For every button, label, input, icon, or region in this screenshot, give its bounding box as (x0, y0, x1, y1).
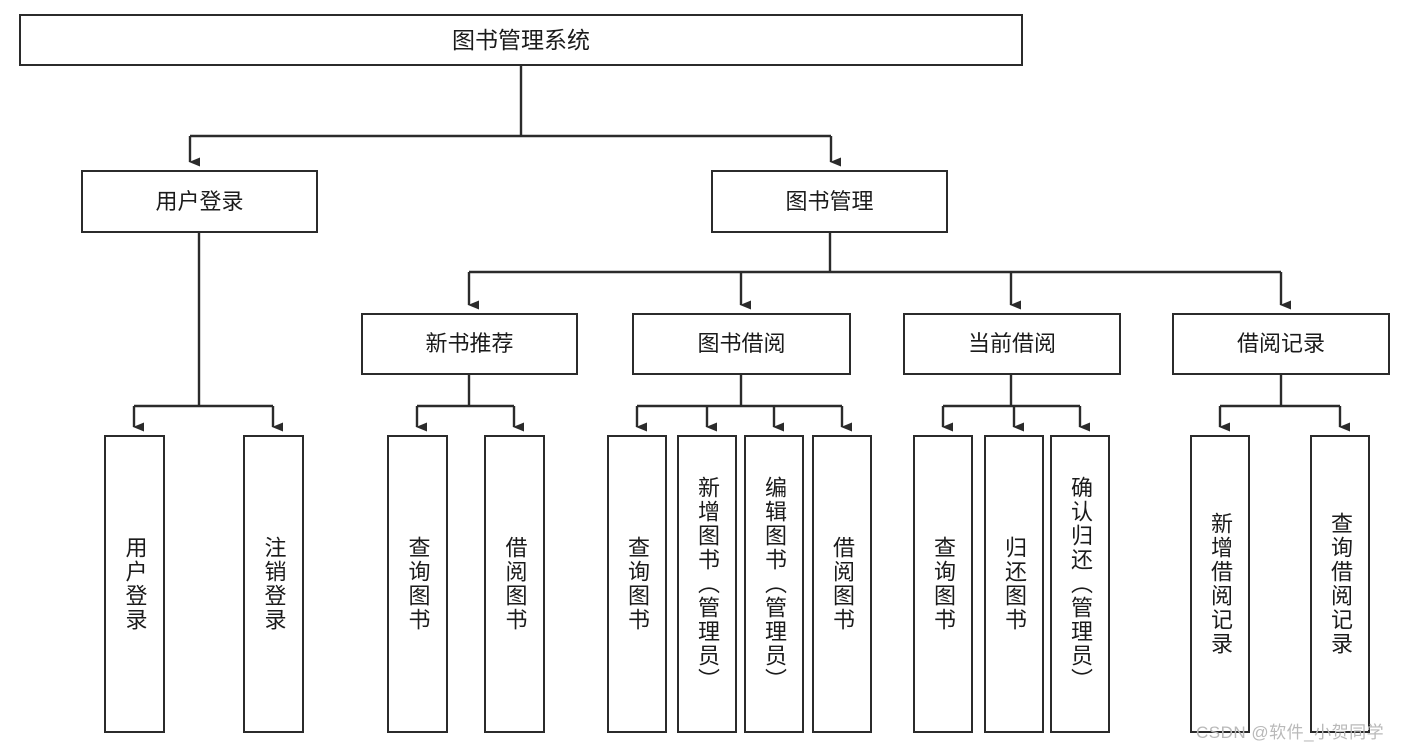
node-leaf-add-record[interactable]: 新增借阅记录 (1190, 435, 1250, 733)
node-user-login[interactable]: 用户登录 (81, 170, 318, 233)
node-leaf-user-login[interactable]: 用户登录 (104, 435, 165, 733)
node-root-label: 图书管理系统 (452, 26, 590, 53)
node-borrow-record[interactable]: 借阅记录 (1172, 313, 1390, 375)
node-leaf-user-login-label: 用户登录 (122, 536, 148, 632)
node-leaf-add-book[interactable]: 新增图书（管理员） (677, 435, 737, 733)
node-leaf-borrow-book-recommend-label: 借阅图书 (502, 536, 528, 632)
node-new-book-recommend[interactable]: 新书推荐 (361, 313, 578, 375)
watermark-text: CSDN @软件_小贺同学 (1196, 723, 1385, 742)
node-borrow-record-label: 借阅记录 (1236, 331, 1325, 357)
node-book-manage[interactable]: 图书管理 (711, 170, 948, 233)
node-leaf-borrow-book-recommend[interactable]: 借阅图书 (484, 435, 545, 733)
node-leaf-query-record[interactable]: 查询借阅记录 (1310, 435, 1370, 733)
node-leaf-borrow-book-label: 借阅图书 (830, 536, 855, 632)
node-current-borrow[interactable]: 当前借阅 (903, 313, 1121, 375)
node-leaf-query-book-current-label: 查询图书 (931, 536, 956, 632)
node-leaf-user-logout[interactable]: 注销登录 (243, 435, 304, 733)
node-book-borrow-label: 图书借阅 (697, 331, 786, 357)
node-leaf-add-book-label: 新增图书（管理员） (695, 476, 720, 692)
node-leaf-query-book-borrow[interactable]: 查询图书 (607, 435, 667, 733)
node-leaf-add-record-label: 新增借阅记录 (1208, 512, 1233, 656)
node-user-login-label: 用户登录 (155, 188, 244, 214)
node-book-manage-label: 图书管理 (785, 188, 874, 214)
node-leaf-return-book-label: 归还图书 (1002, 536, 1027, 632)
node-leaf-edit-book[interactable]: 编辑图书（管理员） (744, 435, 804, 733)
node-leaf-confirm-return[interactable]: 确认归还（管理员） (1050, 435, 1110, 733)
node-leaf-query-book-borrow-label: 查询图书 (625, 536, 650, 632)
node-leaf-query-book-recommend-label: 查询图书 (405, 536, 431, 632)
node-leaf-confirm-return-label: 确认归还（管理员） (1068, 476, 1093, 692)
node-leaf-return-book[interactable]: 归还图书 (984, 435, 1044, 733)
node-leaf-query-book-recommend[interactable]: 查询图书 (387, 435, 448, 733)
node-current-borrow-label: 当前借阅 (967, 331, 1056, 357)
node-leaf-borrow-book[interactable]: 借阅图书 (812, 435, 872, 733)
node-leaf-user-logout-label: 注销登录 (261, 536, 287, 632)
node-leaf-query-book-current[interactable]: 查询图书 (913, 435, 973, 733)
node-book-borrow[interactable]: 图书借阅 (632, 313, 851, 375)
node-new-book-recommend-label: 新书推荐 (425, 331, 514, 357)
node-leaf-edit-book-label: 编辑图书（管理员） (762, 476, 787, 692)
node-leaf-query-record-label: 查询借阅记录 (1328, 512, 1353, 656)
node-root[interactable]: 图书管理系统 (19, 14, 1023, 66)
